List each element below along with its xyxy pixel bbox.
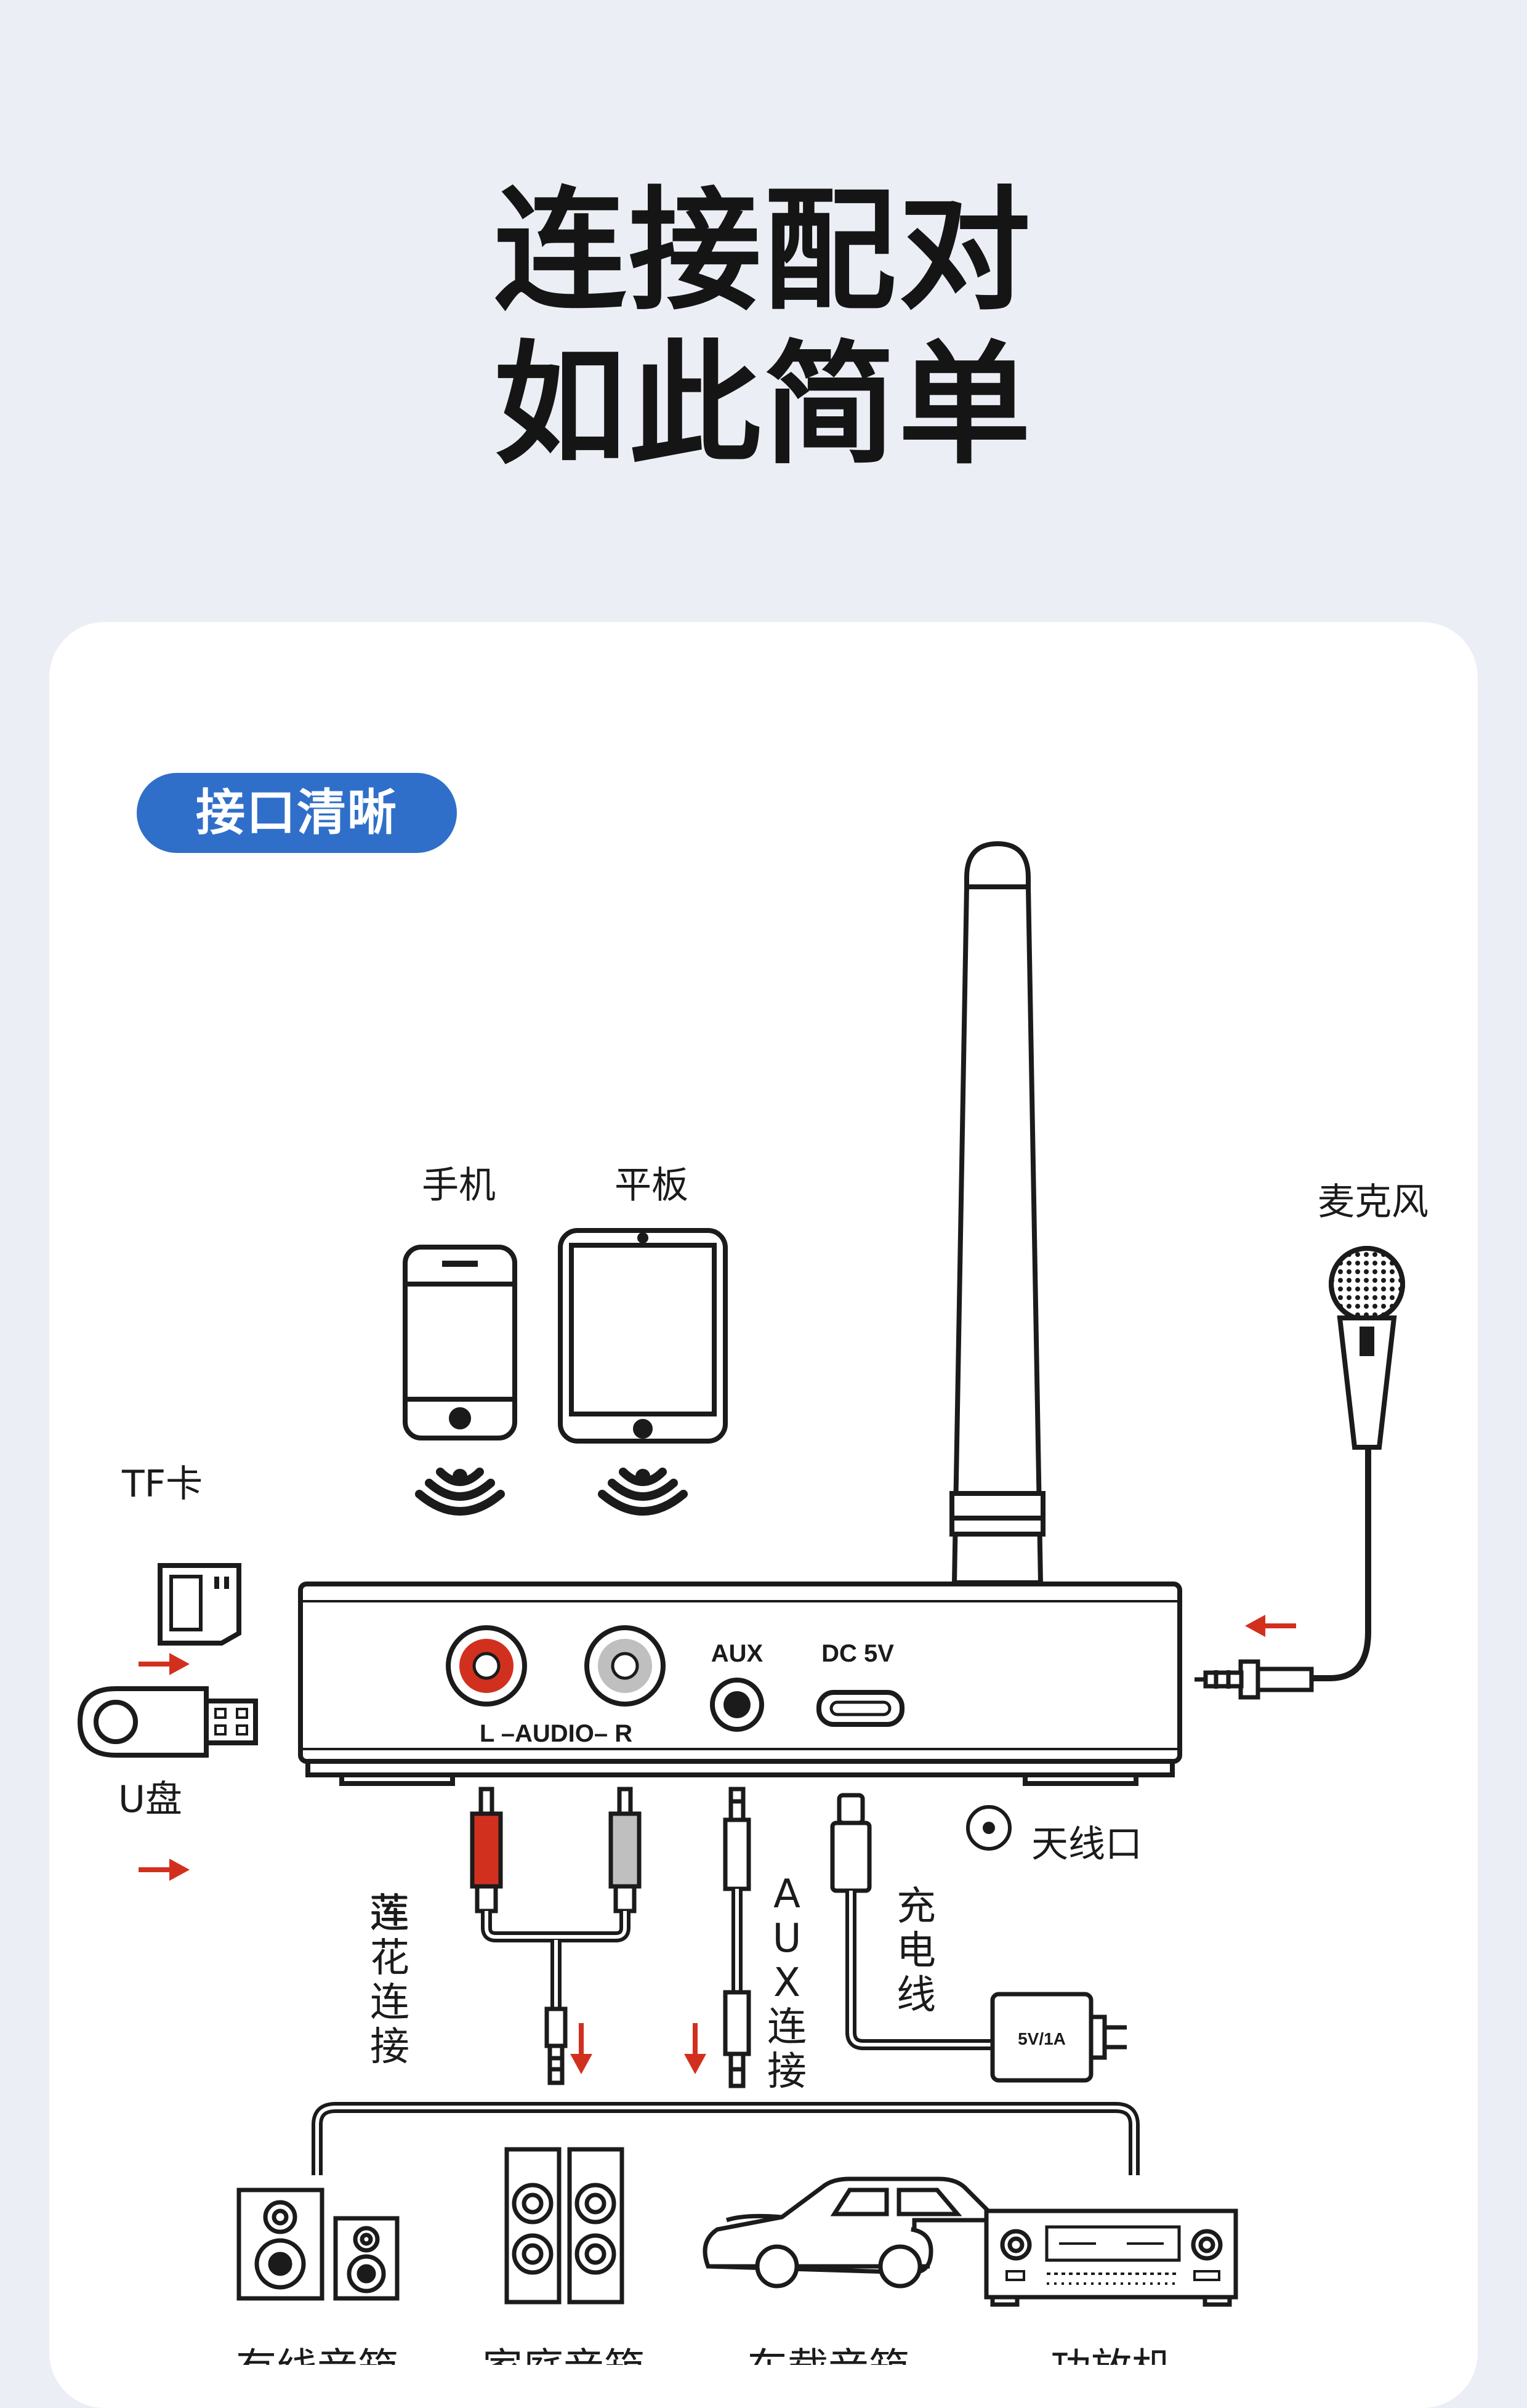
adapter-label: 5V/1A <box>1018 2029 1066 2048</box>
bluetooth-receiver-device <box>298 1582 1182 1786</box>
wireless-signal-icon <box>598 1468 688 1516</box>
rca-connection-label: 莲 <box>369 1891 409 1936</box>
power-adapter-icon <box>990 1992 1127 2083</box>
output-label: 有线音箱 <box>236 2345 398 2365</box>
car-icon <box>703 2176 1003 2289</box>
antenna-port-label: 天线口 <box>1031 1823 1142 1866</box>
speaker-icon <box>236 2188 400 2301</box>
output-label: 车载音箱 <box>747 2345 909 2365</box>
aux-connection-label: AUX连接 <box>767 1872 807 2095</box>
aux-cable <box>723 1787 751 2088</box>
speaker-icon <box>504 2147 624 2305</box>
arrow-icon <box>1245 1615 1296 1637</box>
phone-icon <box>403 1245 517 1440</box>
dc-port-label: DC 5V <box>821 1640 894 1667</box>
arrow-icon <box>684 2023 706 2074</box>
rca-cable <box>470 1787 642 2085</box>
usb-drive-icon <box>77 1686 258 1758</box>
usb-c-port <box>816 1690 905 1727</box>
headline-line-2: 如此简单 <box>494 328 1033 482</box>
rca-port-right <box>584 1625 666 1707</box>
tf-card-label: TF卡 <box>121 1463 203 1506</box>
output-bracket <box>312 2102 1140 2175</box>
rca-connection-label: 莲花连接 <box>370 1891 409 2070</box>
arrow-icon <box>139 1859 190 1881</box>
headline-line-1: 连接配对 <box>494 174 1033 328</box>
audio-port-label: L –AUDIO– R <box>480 1720 632 1747</box>
microphone-label: 麦克风 <box>1318 1181 1428 1224</box>
arrow-icon <box>570 2023 592 2074</box>
phone-label: 手机 <box>422 1164 496 1207</box>
arrow-icon <box>139 1653 190 1675</box>
wireless-signal-icon <box>415 1468 505 1516</box>
aux-port <box>710 1678 764 1732</box>
antenna-icon <box>949 841 1046 1699</box>
amplifier-icon <box>984 2208 1238 2307</box>
antenna-port-icon <box>966 1805 1012 1851</box>
microphone-plug <box>1195 1659 1314 1700</box>
rca-port-left <box>446 1625 527 1707</box>
usb-drive-label: U盘 <box>118 1778 182 1821</box>
section-badge: 接口清晰 <box>137 773 457 853</box>
microphone-icon <box>1310 1246 1405 1681</box>
output-label: 功放机 <box>1050 2345 1172 2365</box>
tf-card-icon <box>158 1563 241 1646</box>
output-label: 家庭音箱 <box>482 2345 645 2365</box>
charging-cable-label: 充电线 <box>896 1884 936 2018</box>
charging-cable <box>830 1793 993 2050</box>
tablet-label: 平板 <box>614 1164 688 1207</box>
aux-port-label: AUX <box>711 1640 764 1667</box>
tablet-icon <box>558 1228 728 1444</box>
